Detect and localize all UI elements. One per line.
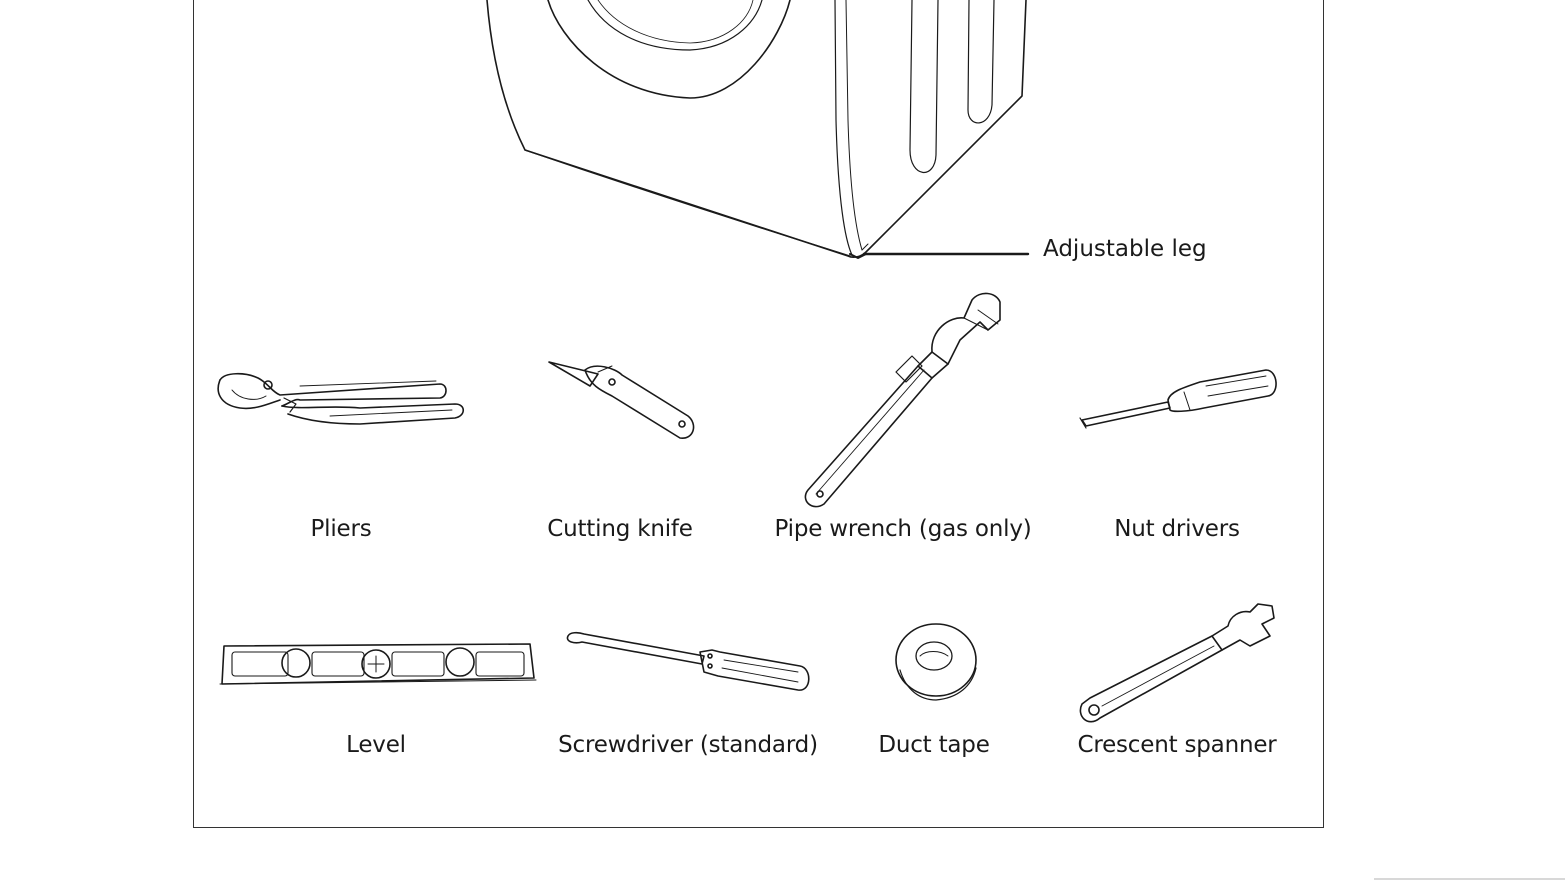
tool-label-pipe-wrench: Pipe wrench (gas only) — [774, 516, 1032, 542]
horizontal-scrollbar[interactable] — [1374, 878, 1565, 880]
crescent-spanner-icon — [1079, 603, 1275, 723]
tool-label-level: Level — [346, 732, 406, 758]
tool-label-duct-tape: Duct tape — [878, 732, 990, 758]
tool-label-crescent-spanner: Crescent spanner — [1077, 732, 1277, 758]
pipe-wrench-icon — [804, 292, 1001, 508]
adjustable-leg-callout: Adjustable leg — [1043, 236, 1207, 262]
pliers-icon — [217, 372, 465, 425]
figure-frame — [193, 0, 1324, 828]
duct-tape-icon — [895, 623, 977, 701]
cutting-knife-icon — [548, 361, 695, 439]
nut-driver-icon — [1079, 369, 1277, 429]
spirit-level-icon — [219, 643, 537, 685]
washing-machine-illustration — [486, 0, 1030, 259]
screwdriver-icon — [566, 631, 810, 691]
tool-label-pliers: Pliers — [310, 516, 372, 542]
tool-label-screwdriver: Screwdriver (standard) — [558, 732, 818, 758]
tool-label-cutting-knife: Cutting knife — [547, 516, 693, 542]
tool-label-nut-drivers: Nut drivers — [1114, 516, 1240, 542]
